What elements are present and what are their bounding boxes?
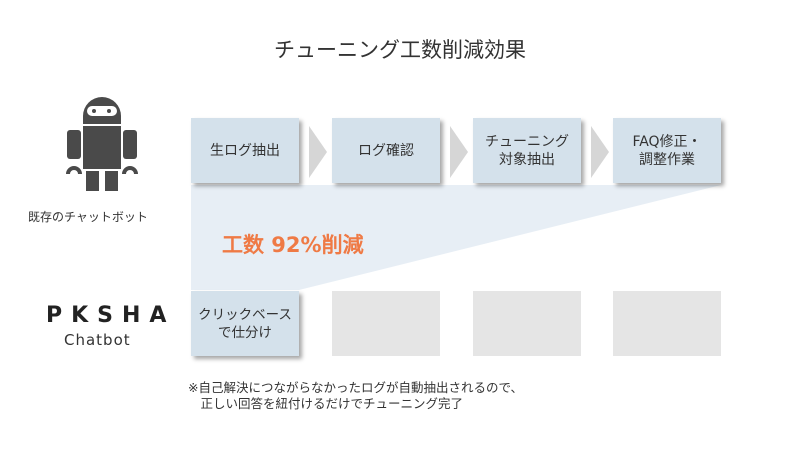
empty-step — [613, 291, 721, 356]
page-title: チューニング工数削減効果 — [274, 38, 526, 62]
step-raw-log-extraction: 生ログ抽出 — [191, 118, 299, 183]
existing-chatbot-label: 既存のチャットボット — [28, 210, 148, 224]
arrow-right-icon — [450, 126, 468, 178]
footnote: ※自己解決につながらなかったログが自動抽出されるので、 正しい回答を紐付けるだけ… — [188, 380, 523, 411]
step-click-sorting: クリックベース で仕分け — [191, 291, 299, 356]
step-tuning-target-extraction: チューニング 対象抽出 — [473, 118, 581, 183]
arrow-right-icon — [591, 126, 609, 178]
pksha-logo: PKSHA — [46, 303, 176, 328]
step-faq-adjustment: FAQ修正・ 調整作業 — [613, 118, 721, 183]
reduction-label: 工数 92%削減 — [222, 233, 364, 257]
empty-step — [332, 291, 440, 356]
step-log-review: ログ確認 — [332, 118, 440, 183]
arrow-right-icon — [309, 126, 327, 178]
pksha-logo-sub: Chatbot — [64, 331, 131, 349]
empty-step — [473, 291, 581, 356]
robot-icon — [66, 97, 138, 191]
